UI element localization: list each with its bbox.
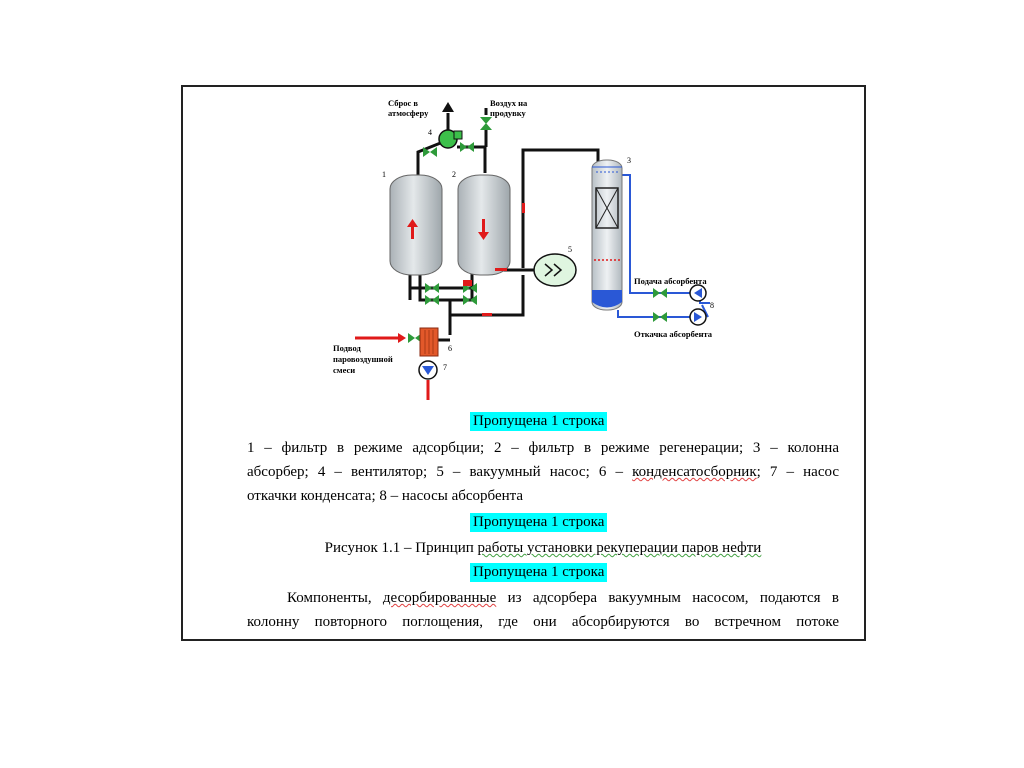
fan-4-icon bbox=[438, 102, 463, 149]
number-8: 8 bbox=[710, 301, 714, 310]
body-line-1: Компоненты, десорбированные из адсорбера… bbox=[247, 586, 839, 610]
legend-line-2-part-a: абсорбер; 4 – вентилятор; 5 – вакуумный … bbox=[247, 464, 633, 480]
absorbent-pump-8-bottom-icon bbox=[689, 308, 707, 326]
absorbent-valves-icon bbox=[653, 288, 667, 322]
condensate-collector-6 bbox=[419, 327, 439, 357]
number-5: 5 bbox=[568, 245, 572, 254]
vacuum-pump-5-icon bbox=[533, 253, 577, 287]
top-valve-left-icon bbox=[423, 147, 437, 157]
figure-caption-part-a: Рисунок 1.1 – Принцип bbox=[324, 540, 478, 556]
figure-caption-part-b: работы установки рекуперации паров нефти bbox=[477, 540, 762, 556]
exhaust-label-line1: Сброс в bbox=[388, 98, 418, 108]
air-label-line1: Воздух на bbox=[490, 98, 528, 108]
blow-air-valve-icon bbox=[480, 108, 492, 130]
top-valve-right-icon bbox=[460, 142, 474, 152]
condensate-pump-7-icon bbox=[418, 360, 438, 380]
legend-line-3: откачки конденсата; 8 – насосы абсорбент… bbox=[247, 488, 524, 504]
exhaust-label-line2: атмосферу bbox=[388, 108, 429, 118]
process-diagram: Сброс в атмосферу Воздух на продувку Под… bbox=[333, 98, 714, 400]
body-line-1-part-a: Компоненты, bbox=[287, 590, 383, 606]
skipped-line-marker-1: Пропущена 1 строка bbox=[470, 412, 608, 431]
number-7: 7 bbox=[443, 363, 447, 372]
number-1: 1 bbox=[382, 170, 386, 179]
legend-line-2-part-b: конденсатосборник bbox=[632, 464, 757, 480]
inlet-label-line2: паровоздушной bbox=[333, 354, 393, 364]
legend-line-2: абсорбер; 4 – вентилятор; 5 – вакуумный … bbox=[247, 460, 839, 484]
skipped-line-marker-2: Пропущена 1 строка bbox=[470, 513, 608, 532]
skipped-line-marker-3: Пропущена 1 строка bbox=[470, 563, 608, 582]
absorbent-pump-8-top-icon bbox=[689, 284, 707, 302]
air-label-line2: продувку bbox=[490, 108, 527, 118]
number-4: 4 bbox=[428, 128, 432, 137]
legend-line-1: 1 – фильтр в режиме адсорбции; 2 – фильт… bbox=[247, 440, 839, 456]
number-3: 3 bbox=[627, 156, 631, 165]
inlet-arrow bbox=[398, 333, 406, 343]
body-line-1-part-c: из адсорбера вакуумным насосом, подаются… bbox=[496, 590, 839, 606]
figure-caption: Рисунок 1.1 – Принцип работы установки р… bbox=[247, 536, 839, 560]
supply-absorbent-label: Подача абсорбента bbox=[634, 276, 707, 286]
inlet-label-line1: Подвод bbox=[333, 343, 361, 353]
absorber-column-3 bbox=[591, 159, 623, 311]
number-2: 2 bbox=[452, 170, 456, 179]
number-6: 6 bbox=[448, 344, 452, 353]
inlet-label-line3: смеси bbox=[333, 365, 355, 375]
filter-1-tank bbox=[389, 174, 443, 276]
drain-absorbent-label: Откачка абсорбента bbox=[634, 329, 713, 339]
body-line-2: колонну повторного поглощения, где они а… bbox=[247, 614, 839, 630]
filter-2-tank bbox=[457, 174, 511, 276]
body-line-1-part-b: десорбированные bbox=[382, 590, 497, 606]
legend-line-2-part-c: ; 7 – насос bbox=[756, 464, 840, 480]
